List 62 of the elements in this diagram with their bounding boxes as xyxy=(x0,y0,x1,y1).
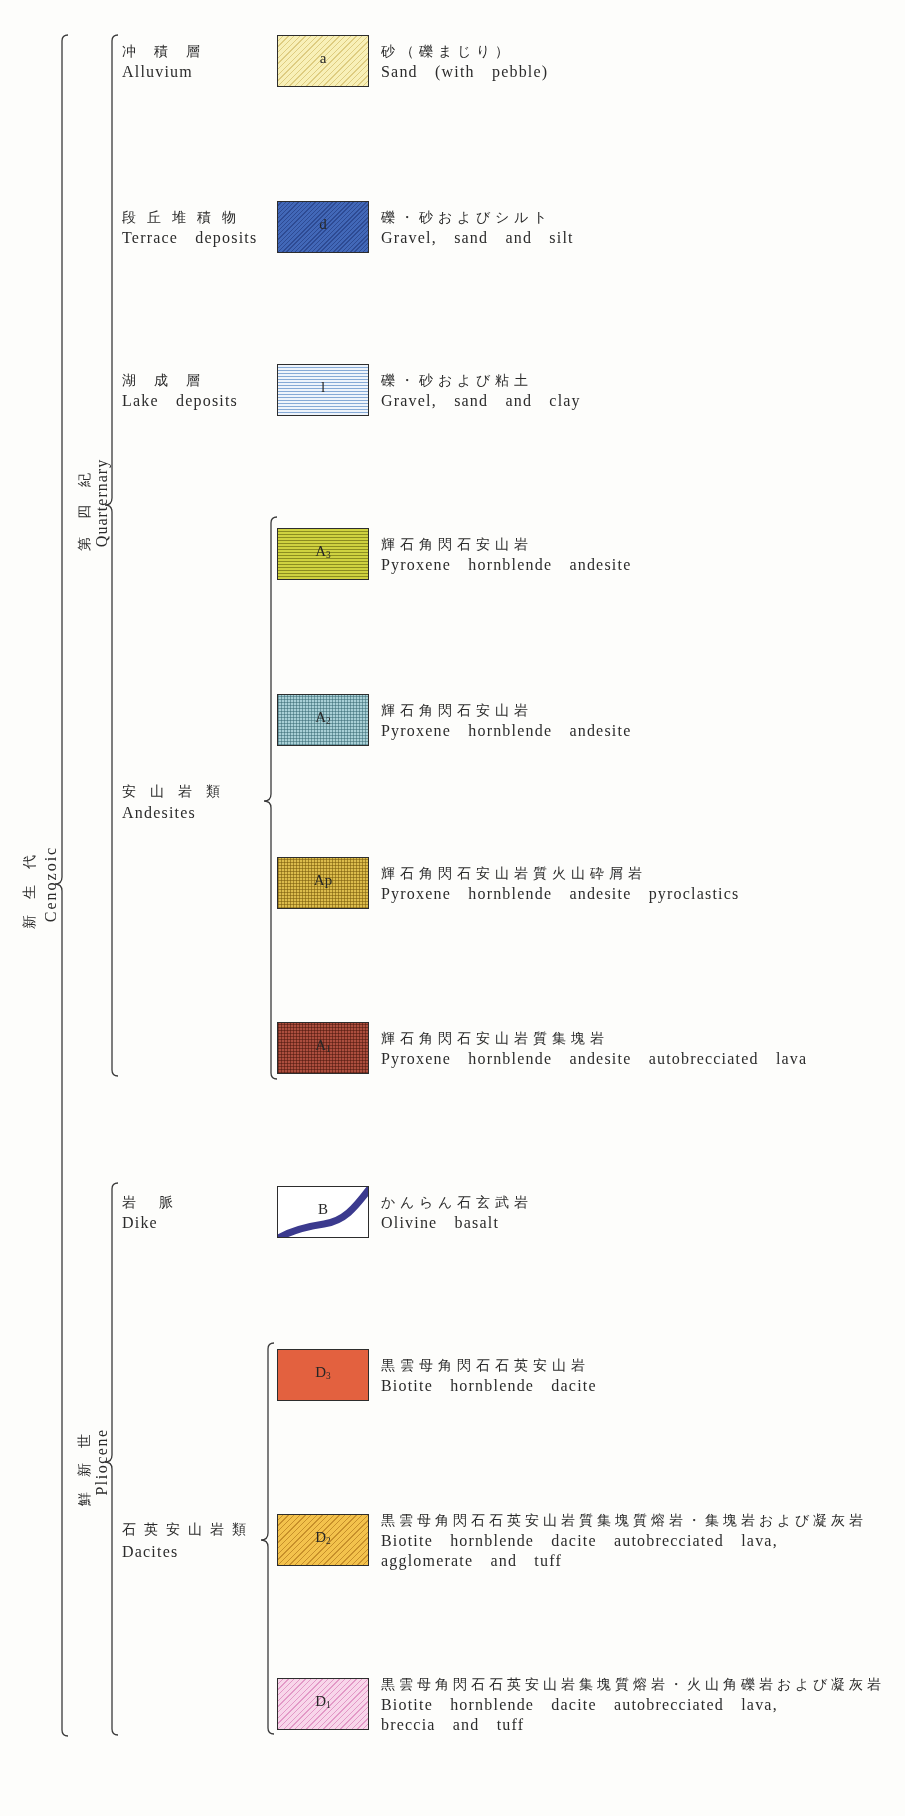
time-unit-label: 第四紀 xyxy=(75,455,93,551)
unit-name: Lake deposits xyxy=(122,390,239,411)
unit-symbol: D$_{2}$ xyxy=(315,1529,331,1545)
unit-description: Pyroxene hornblende andesite xyxy=(381,554,632,575)
legend-swatch xyxy=(277,1514,369,1566)
unit-symbol: D$_{1}$ xyxy=(315,1693,331,1709)
legend-swatch xyxy=(277,1678,369,1730)
unit-symbol: Ap xyxy=(313,872,333,888)
unit-description: 礫・砂およびシルト xyxy=(381,208,552,227)
unit-symbol: D$_{3}$ xyxy=(315,1364,331,1380)
unit-description: Biotite hornblende dacite autobrecciated lava, breccia and tuff xyxy=(381,1694,779,1735)
unit-name: Alluvium xyxy=(122,61,193,82)
legend-swatch xyxy=(277,1022,369,1074)
legend-swatch xyxy=(277,1186,369,1238)
unit-symbol: a xyxy=(319,50,327,66)
unit-description: Pyroxene hornblende andesite autobrecciated lava xyxy=(381,1048,808,1069)
rock-group-label: Andesites xyxy=(122,803,196,823)
unit-name: 岩脈 xyxy=(122,1193,196,1212)
unit-name: 冲積層 xyxy=(122,42,218,61)
unit-description: 輝石角閃石安山岩質集塊岩 xyxy=(381,1029,609,1048)
legend-swatch xyxy=(277,694,369,746)
unit-symbol: l xyxy=(320,379,326,395)
legend-swatch xyxy=(277,201,369,253)
time-unit-label: Quarternary xyxy=(92,458,110,548)
unit-description: かんらん石玄武岩 xyxy=(381,1193,533,1212)
unit-description: Olivine basalt xyxy=(381,1212,500,1233)
unit-symbol: A$_{1}$ xyxy=(315,1037,331,1053)
legend-swatch xyxy=(277,857,369,909)
unit-symbol: A$_{3}$ xyxy=(315,543,331,559)
legend-swatch xyxy=(277,1349,369,1401)
unit-name: 湖成層 xyxy=(122,371,218,390)
unit-symbol: d xyxy=(319,216,327,232)
unit-description: Biotite hornblende dacite xyxy=(381,1375,597,1396)
unit-name: Dike xyxy=(122,1212,158,1233)
rock-group-label: 石英安山岩類 xyxy=(122,1521,254,1539)
unit-description: Gravel, sand and clay xyxy=(381,390,581,411)
time-unit-label: 新生代 xyxy=(20,839,38,929)
unit-description: 黒雲母角閃石石英安山岩集塊質熔岩・火山角礫岩および凝灰岩 xyxy=(381,1675,885,1694)
unit-description: Pyroxene hornblende andesite xyxy=(381,720,632,741)
unit-name: Terrace deposits xyxy=(122,227,258,248)
rock-group-label: 安山岩類 xyxy=(122,783,234,801)
unit-description: 黒雲母角閃石石英安山岩質集塊質熔岩・集塊岩および凝灰岩 xyxy=(381,1511,867,1530)
unit-symbol: B xyxy=(318,1201,328,1217)
time-unit-label: 鮮新世 xyxy=(75,1418,93,1506)
unit-name: 段丘堆積物 xyxy=(122,208,247,227)
legend-swatch xyxy=(277,35,369,87)
legend-swatch xyxy=(277,528,369,580)
unit-description: Gravel, sand and silt xyxy=(381,227,574,248)
unit-description: 輝石角閃石安山岩 xyxy=(381,701,533,720)
unit-description: 砂（礫まじり） xyxy=(381,42,514,61)
unit-description: 輝石角閃石安山岩 xyxy=(381,535,533,554)
unit-description: Biotite hornblende dacite autobrecciated lava, agglomerate and tuff xyxy=(381,1530,779,1571)
time-unit-label: Cenozoic xyxy=(41,845,59,923)
unit-symbol: A$_{2}$ xyxy=(315,709,331,725)
unit-description: 黒雲母角閃石石英安山岩 xyxy=(381,1356,590,1375)
rock-group-label: Dacites xyxy=(122,1542,179,1562)
unit-description: 礫・砂および粘土 xyxy=(381,371,533,390)
time-unit-label: Pliocene xyxy=(92,1428,110,1496)
unit-description: 輝石角閃石安山岩質火山砕屑岩 xyxy=(381,864,647,883)
unit-description: Pyroxene hornblende andesite pyroclastics xyxy=(381,883,740,904)
legend-swatch xyxy=(277,364,369,416)
unit-description: Sand (with pebble) xyxy=(381,61,549,82)
